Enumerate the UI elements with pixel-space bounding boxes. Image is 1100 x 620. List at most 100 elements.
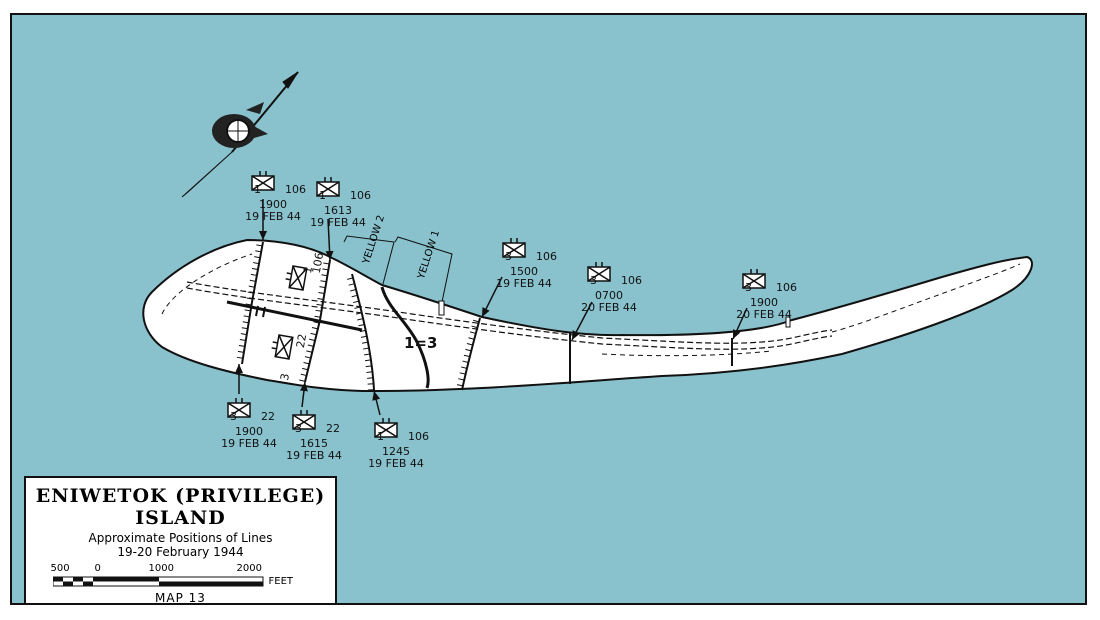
phase-line-hatch xyxy=(361,341,369,344)
phase-line-hatch xyxy=(320,280,327,283)
unit-boundary-line xyxy=(226,300,363,332)
regiment-number: 22 xyxy=(293,332,310,349)
unit-number: 1 xyxy=(254,183,261,196)
position-date: 19 FEB 44 xyxy=(286,449,342,462)
phase-line-hatch xyxy=(237,350,244,353)
unit-number: 3 xyxy=(745,281,752,294)
phase-line-hatch xyxy=(307,344,314,347)
phase-line-hatch xyxy=(318,292,325,295)
phase-line-hatch xyxy=(239,339,246,341)
phase-line-hatch xyxy=(249,279,256,282)
phase-line-hatch xyxy=(323,262,330,265)
map-number: MAP 13 xyxy=(155,591,206,605)
phase-line-hatch xyxy=(316,303,323,306)
phase-line-hatch xyxy=(321,274,328,277)
regiment-number: 22 xyxy=(326,422,340,435)
phase-line-hatch xyxy=(460,366,468,369)
arrowhead-icon xyxy=(372,391,381,401)
scale-bar: 500 0 1000 2000 FEET xyxy=(51,563,311,591)
phase-line-hatch xyxy=(306,350,313,353)
unit-number: 3 xyxy=(295,422,302,435)
phase-line-hatch xyxy=(468,337,475,340)
regiment-number: 22 xyxy=(261,410,275,423)
position-date: 19 FEB 44 xyxy=(221,437,277,450)
phase-line-hatch xyxy=(250,273,257,276)
infantry-unit-icon xyxy=(587,262,611,282)
phase-line-hatch xyxy=(303,362,310,365)
arrowhead-icon xyxy=(482,307,490,317)
phase-line-hatch xyxy=(364,359,372,362)
phase-line-hatch xyxy=(465,348,472,352)
phase-line-hatch xyxy=(367,377,374,379)
phase-line-hatch xyxy=(466,343,473,346)
position-time: 1900 xyxy=(750,296,778,309)
phase-line-hatch xyxy=(314,315,321,318)
phase-line-hatch xyxy=(245,303,252,306)
phase-line-hatch xyxy=(365,365,372,368)
position-time: 1613 xyxy=(324,204,352,217)
phase-line-hatch xyxy=(242,321,249,324)
arrowhead-icon xyxy=(299,382,308,392)
position-date: 19 FEB 44 xyxy=(368,457,424,470)
phase-line-hatch xyxy=(360,335,367,338)
phase-line-hatch xyxy=(354,306,361,309)
regiment-number: 106 xyxy=(285,183,306,196)
position-time: 1245 xyxy=(382,445,410,458)
phase-line-hatch xyxy=(244,309,251,312)
eniwetok-island xyxy=(142,238,1033,393)
trail xyxy=(601,350,773,357)
phase-line-hatch xyxy=(302,367,309,371)
position-time: 1900 xyxy=(259,198,287,211)
legend: ENIWETOK (PRIVILEGE) ISLAND Approximate … xyxy=(24,476,337,605)
position-date: 19 FEB 44 xyxy=(496,277,552,290)
phase-line-hatch xyxy=(309,338,316,342)
phase-line-hatch xyxy=(458,378,465,381)
phase-line-hatch xyxy=(348,283,355,286)
phase-line-hatch xyxy=(364,353,371,356)
infantry-unit-icon xyxy=(251,171,275,191)
phase-line-hatch xyxy=(358,324,365,327)
scale-label: 500 xyxy=(50,563,70,574)
scale-label: 1000 xyxy=(148,563,174,574)
phase-line-hatch xyxy=(304,356,311,359)
phase-line-hatch xyxy=(300,373,307,377)
beach-yellow1-bracket xyxy=(394,236,453,303)
infantry-unit-icon xyxy=(742,269,766,289)
phase-line-hatch xyxy=(359,329,366,333)
regiment-number: 106 xyxy=(776,281,797,294)
phase-line-hatch xyxy=(463,354,470,358)
beach-yellow2-bracket xyxy=(343,235,395,285)
marine-emblem-icon xyxy=(212,102,268,148)
phase-line-hatch xyxy=(246,297,253,300)
position-time: 0700 xyxy=(595,289,623,302)
phase-line-hatch xyxy=(317,297,324,300)
position-date: 19 FEB 44 xyxy=(245,210,301,223)
position-time: 1615 xyxy=(300,437,328,450)
legend-date: 19-20 February 1944 xyxy=(117,545,244,559)
phase-line-hatch xyxy=(254,256,261,259)
regiment-number: 106 xyxy=(621,274,642,287)
scale-bar-graphic xyxy=(52,576,263,587)
position-date: 20 FEB 44 xyxy=(581,301,637,314)
phase-line-hatch xyxy=(353,300,360,304)
regiment-number: 106 xyxy=(408,430,429,443)
position-date: 20 FEB 44 xyxy=(736,308,792,321)
phase-line-hatch xyxy=(347,277,354,280)
phase-line-hatch xyxy=(253,262,260,265)
phase-line xyxy=(241,241,264,365)
arrowhead-icon xyxy=(325,250,334,260)
phase-line-hatch xyxy=(350,289,357,292)
unit-boundary-line xyxy=(380,286,430,389)
phase-line-hatch xyxy=(247,291,254,294)
phase-line-hatch xyxy=(363,347,370,350)
legend-description: Approximate Positions of Lines xyxy=(88,531,273,545)
arrows xyxy=(235,199,748,416)
phase-line-hatch xyxy=(319,286,326,289)
trail xyxy=(161,253,253,315)
infantry-unit-icon xyxy=(285,265,308,291)
scale-label: 2000 xyxy=(236,563,262,574)
position-time: 1900 xyxy=(235,425,263,438)
phase-line-hatch xyxy=(243,315,250,318)
phase-line-hatch xyxy=(256,244,263,247)
arrowhead-icon xyxy=(572,330,580,340)
